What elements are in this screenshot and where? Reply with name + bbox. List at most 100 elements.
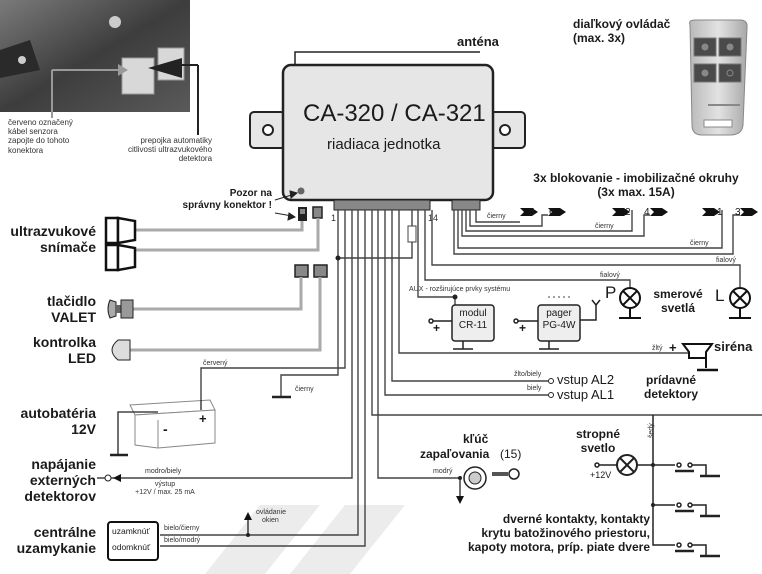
ignition-label-2: zapaľovania xyxy=(420,447,490,461)
pager-line: pager xyxy=(546,308,572,319)
label-line: detektorov xyxy=(24,488,96,505)
terminal-5: 5 xyxy=(529,207,535,218)
terminal-4: 4 xyxy=(644,207,650,218)
label-line: napájanie xyxy=(31,456,96,472)
immobilizer-title: 3x blokovanie - imobilizačné okruhy (3x … xyxy=(520,171,752,200)
terminal-3: 3 xyxy=(735,207,741,218)
aux-label: AUX - rozširujúce prvky systému xyxy=(409,286,511,293)
note-line: červeno označený xyxy=(8,118,73,127)
label-line: autobatéria xyxy=(20,405,96,421)
ignition-num: (15) xyxy=(500,447,522,461)
label-line: stropné xyxy=(575,427,620,441)
valet-label: tlačidlo VALET xyxy=(0,293,96,325)
ignition-wire: modrý xyxy=(433,468,453,475)
ground-wire: čierny xyxy=(295,386,314,393)
terminal-6: 6 xyxy=(549,207,555,218)
note-line: okien xyxy=(262,517,279,525)
module-line: modul xyxy=(459,308,487,319)
label-line: ultrazvukové xyxy=(10,223,96,239)
turn-p: P xyxy=(605,283,617,302)
label-line: snímače xyxy=(39,239,96,256)
door-contact-icons xyxy=(660,462,720,558)
immo-wire-color-3: čierny xyxy=(690,240,709,247)
note-line: +12V / max. 25 mA xyxy=(135,489,195,497)
siren-label: siréna xyxy=(714,339,753,354)
lock-terminal: uzamknúť xyxy=(112,526,150,536)
label-line: prídavné xyxy=(645,373,696,387)
ultrasonic-sensor-icons xyxy=(104,216,137,272)
turn-lights-label: smerové svetlá xyxy=(650,287,706,316)
label-line: kapoty motora, príp. piate dvere xyxy=(467,539,650,554)
pin-14-label: 14 xyxy=(428,213,439,223)
pager-plus: + xyxy=(519,321,527,335)
immobilizer-title-line1: 3x blokovanie - imobilizačné okruhy xyxy=(533,171,739,185)
battery-plus: + xyxy=(199,411,207,426)
ignition-label-1: kľúč xyxy=(463,432,489,446)
terminal-1: 1 xyxy=(717,207,723,218)
remote-label-line1: diaľkový ovládač xyxy=(573,17,671,31)
turn-light-icons xyxy=(619,287,751,319)
note-line: prepojka automatiky xyxy=(140,136,213,145)
label-line: LED xyxy=(68,350,96,367)
unit-photo xyxy=(0,0,199,135)
label-line: externých xyxy=(29,472,96,489)
label-line: dverné kontakty, kontakty xyxy=(502,512,650,526)
turn-wire-p: fialový xyxy=(600,272,620,279)
photo-note-jumper: prepojka automatiky citlivosti ultrazvuk… xyxy=(128,136,212,164)
ext-power-label: napájanie externých detektorov xyxy=(0,456,96,504)
turn-wire-l: fialový xyxy=(716,257,736,264)
module-cr11: modul CR-11 xyxy=(453,308,493,331)
note-line: kábel senzora xyxy=(8,127,58,137)
label-line: VALET xyxy=(51,309,96,326)
battery-plus-wire: červený xyxy=(203,360,228,367)
note-line: ovládanie xyxy=(256,509,286,516)
terminal-2: 2 xyxy=(625,207,631,218)
module-plus: + xyxy=(433,321,441,335)
lock-wire: bielo/čierny xyxy=(164,525,200,532)
label-line: krytu batožinového priestoru, xyxy=(481,525,650,540)
label-line: kontrolka xyxy=(32,334,96,350)
al2-wire: žlto/biely xyxy=(514,371,542,378)
input-al1: vstup AL1 xyxy=(557,387,615,402)
antenna-label: anténa xyxy=(457,34,499,49)
ceiling-voltage: +12V xyxy=(590,470,612,480)
extra-detectors-label: prídavné detektory xyxy=(637,373,705,402)
note-line: detektora xyxy=(178,154,213,164)
immobilizer-title-line2: (3x max. 15A) xyxy=(597,184,675,199)
note-line: konektora xyxy=(8,145,44,155)
immo-wire-color-1: čierny xyxy=(487,213,506,220)
photo-note-sensor: červeno označený kábel senzora zapojte d… xyxy=(8,118,73,155)
remote-label-line2: (max. 3x) xyxy=(573,30,626,45)
ignition-key-icon xyxy=(463,466,520,490)
battery-minus: - xyxy=(163,421,168,437)
label-line: 12V xyxy=(71,421,96,438)
input-al2: vstup AL2 xyxy=(557,372,615,387)
unlock-terminal: odomknúť xyxy=(112,542,151,552)
warning-label: Pozor na správny konektor ! xyxy=(176,188,272,211)
immobilizer-terminal-icons xyxy=(520,208,758,216)
remote-control-graphic xyxy=(689,19,748,136)
label-line: centrálne xyxy=(33,524,96,540)
ultrasonic-label: ultrazvukové snímače xyxy=(0,223,96,255)
label-line: smerové xyxy=(653,287,703,301)
unit-model: CA-320 / CA-321 xyxy=(303,100,486,127)
battery-label: autobatéria 12V xyxy=(0,405,96,437)
watermark xyxy=(205,505,405,574)
led-icon xyxy=(111,339,131,361)
control-unit xyxy=(249,63,526,211)
immo-wire-color-2: čierny xyxy=(595,223,614,230)
turn-l: L xyxy=(715,286,725,305)
unit-subtitle: riadiaca jednotka xyxy=(327,136,441,153)
module-line: CR-11 xyxy=(458,319,488,331)
note-line: výstup xyxy=(154,481,176,488)
note-line: citlivosti ultrazvukového xyxy=(128,145,213,155)
central-lock-label: centrálne uzamykanie xyxy=(0,524,96,556)
al1-wire: biely xyxy=(527,385,542,392)
note-line: zapojte do tohoto xyxy=(8,136,70,146)
remote-label: diaľkový ovládač (max. 3x) xyxy=(573,17,671,46)
label-line: svetlo xyxy=(580,440,616,455)
label-line: tlačidlo xyxy=(46,293,96,309)
siren-wire: žltý xyxy=(652,345,663,352)
door-contacts-label: dverné kontakty, kontakty krytu batožino… xyxy=(428,512,650,554)
